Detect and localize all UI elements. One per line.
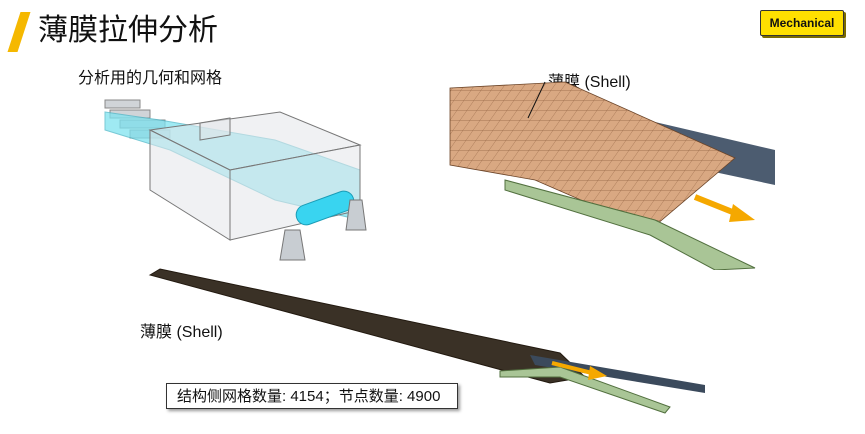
bottom-mesh-label: 薄膜 (Shell) [140,324,223,341]
geometry-caption: 分析用的几何和网格 [78,70,223,87]
stretch-direction-arrow-icon [693,194,755,222]
top-mesh-illustration [449,81,775,270]
right-dark-blocks-illustration [530,355,705,393]
mechanical-badge: Mechanical [760,10,844,36]
label-pointer-line [527,81,546,119]
bottom-stretch-arrow-icon [551,361,607,380]
chamber-box-illustration [148,111,362,241]
output-roller-illustration [279,190,367,261]
mesh-stats-box: 结构侧网格数量: 4154；节点数量: 4900 [166,383,458,409]
page-title: 薄膜拉伸分析 [38,14,218,47]
title-accent-bar [7,12,31,52]
geometry-illustration [104,99,367,261]
lower-green-roller-illustration [499,366,671,414]
green-roller-illustration [504,179,756,270]
bottom-mesh-illustration [148,268,705,414]
